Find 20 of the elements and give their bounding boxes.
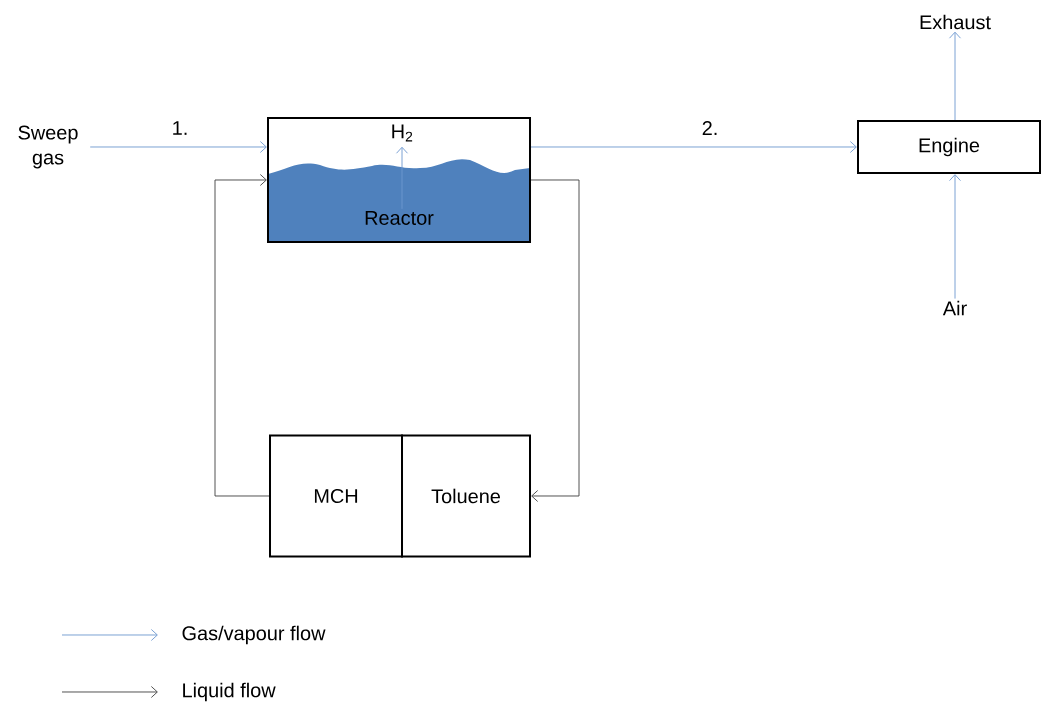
flow-label: Sweep gas xyxy=(18,125,78,169)
arrow xyxy=(530,179,580,502)
arrow xyxy=(530,141,857,153)
flow-label: H$_{2}$ xyxy=(392,124,413,142)
arrow xyxy=(949,174,961,300)
engine-box: Engine xyxy=(857,120,1041,174)
edge-label: 1. xyxy=(170,120,190,136)
reactor-box xyxy=(267,117,531,243)
arrow xyxy=(214,174,270,497)
arrow xyxy=(949,31,961,121)
legend-label: Liquid flow xyxy=(183,682,276,702)
tank-box: Toluene xyxy=(401,434,531,558)
arrow xyxy=(89,141,267,153)
arrow xyxy=(396,146,408,210)
edge-label: 2. xyxy=(700,120,720,136)
legend-label: Gas/vapour flow xyxy=(182,625,326,645)
liquid-drawing: Reactor xyxy=(268,159,530,242)
flow-label: Air xyxy=(942,300,967,316)
tank-box: MCH xyxy=(269,434,403,558)
flow-label: Exhaust xyxy=(920,14,991,30)
